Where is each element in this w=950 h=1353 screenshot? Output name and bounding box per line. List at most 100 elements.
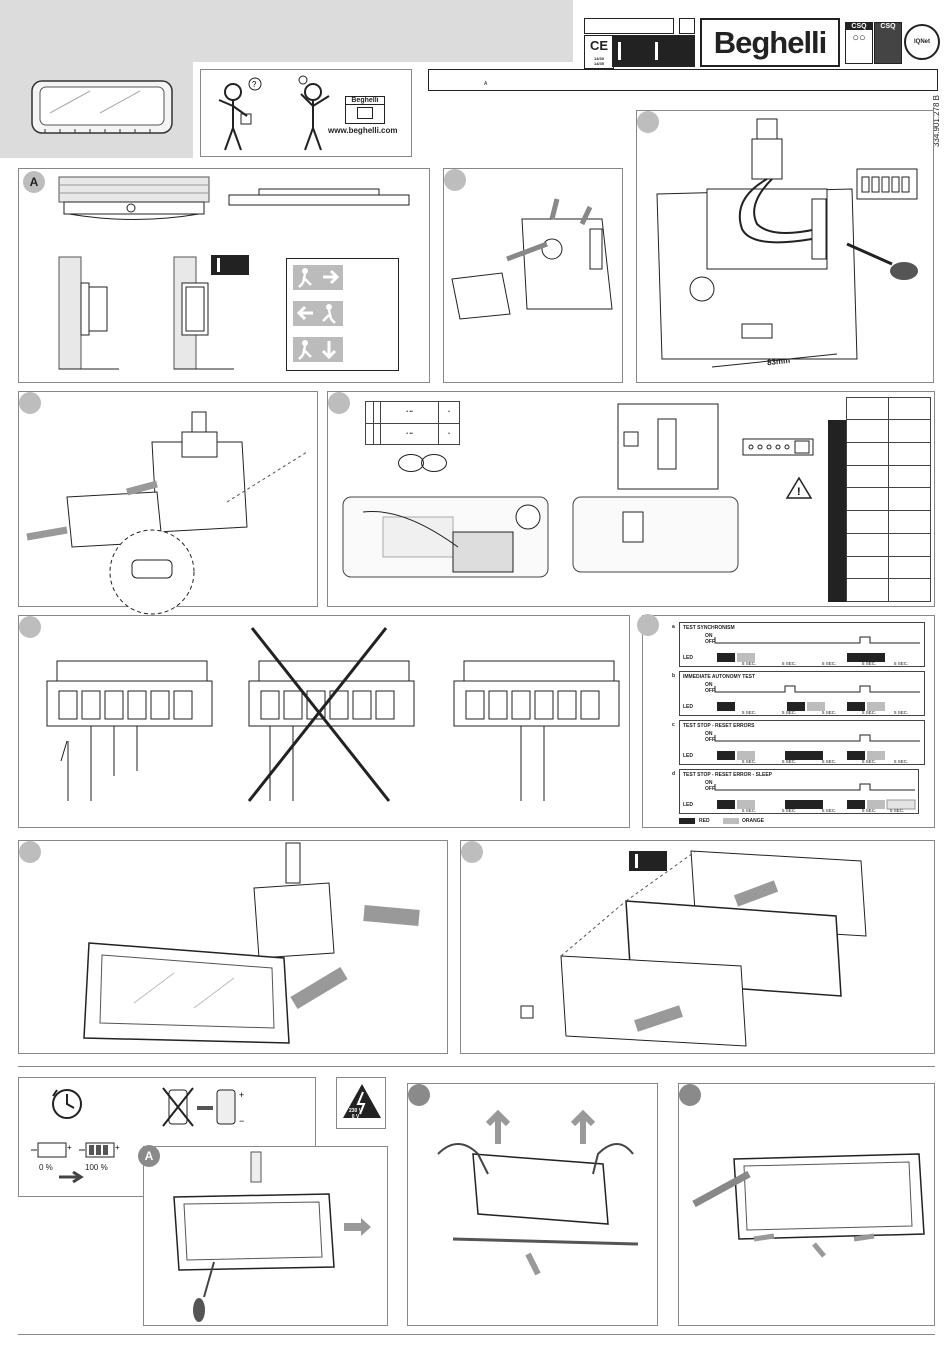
info-letter: A (484, 81, 488, 87)
csq-cert-2: CSQ (874, 22, 902, 64)
svg-text:+: + (239, 1090, 244, 1100)
pcb-zoom-drawing (617, 403, 719, 490)
row-a-letter: a (672, 624, 675, 630)
warning-icon: ! (785, 476, 813, 499)
info-box: ? Beghelli www.beghelli.com (200, 69, 412, 157)
row-d-on: ON (705, 780, 713, 786)
terminal-wiring-drawing (656, 118, 918, 368)
row-b-on: ON (705, 682, 713, 688)
step-marker-6 (637, 614, 659, 636)
jumper-config-table (828, 397, 931, 602)
step-marker-10 (679, 1084, 701, 1106)
lamp-base-drawing (572, 496, 739, 573)
voltage-warning-box: 230 V 0 V (336, 1077, 386, 1129)
row-a-on: ON (705, 633, 713, 639)
row-b-letter: b (672, 673, 676, 679)
row-a-sec-3: 5 SEC. (822, 661, 837, 666)
panel-led-diagram: a TEST SYNCHRONISM ON OFF LED 5 SEC. 5 S… (637, 614, 935, 828)
section-a-marker: A (23, 171, 45, 193)
exit-signs-box (286, 258, 399, 371)
battery-remove-drawing (437, 1109, 639, 1276)
row-b-title: IMMEDIATE AUTONOMY TEST (683, 674, 756, 680)
row-d-sec-5: 5 SEC. (890, 808, 905, 813)
assembly-drawing-2 (520, 850, 867, 1047)
divider-line-1 (18, 1066, 935, 1067)
row-d-sec-1: 5 SEC. (742, 808, 757, 813)
panel-fixing (18, 391, 318, 615)
battery-empty-label: 0 % (39, 1163, 53, 1172)
idea-figure-icon (298, 75, 330, 151)
iqnet-seal: IQNet (904, 24, 940, 60)
website-link[interactable]: www.beghelli.com (328, 126, 398, 135)
step-marker-9 (408, 1084, 430, 1106)
confused-figure-icon: ? (218, 77, 262, 151)
high-voltage-icon (343, 1084, 381, 1118)
row-c-sec-3: 5 SEC. (822, 759, 837, 764)
row-b-off: OFF (705, 688, 715, 694)
label-black-box-b (629, 851, 667, 871)
battery-info-box: +− + + 0 % 100 % (18, 1077, 316, 1197)
step-marker-2 (637, 111, 659, 133)
charge-arrow-icon (59, 1170, 84, 1184)
row-c-off: OFF (705, 737, 715, 743)
lamp-open-drawing (342, 496, 549, 578)
row-c-sec-4: 5 SEC. (862, 759, 877, 764)
row-b-sec-1: 5 SEC. (742, 710, 757, 715)
terminal-block-1 (46, 660, 213, 801)
panel-wiring: 83mm (636, 110, 934, 383)
row-d-title: TEST STOP - RESET ERROR - SLEEP (683, 772, 772, 778)
row-b-led: LED (683, 704, 693, 710)
step-marker-4 (328, 392, 350, 414)
exit-right-arrow-icon (293, 265, 343, 290)
row-c-box: TEST STOP - RESET ERRORS ON OFF LED 5 SE… (679, 720, 925, 765)
step-marker-5 (19, 616, 41, 638)
panel-battery-access: A (138, 1145, 388, 1326)
row-a-sec-2: 5 SEC. (782, 661, 797, 666)
svg-text:!: ! (797, 486, 801, 498)
panel-battery-lever (678, 1083, 935, 1326)
row-a-off: OFF (705, 639, 715, 645)
battery-full-icon: + (79, 1142, 120, 1158)
base-opening-drawing (451, 198, 613, 320)
csq-cert-1: CSQ ○○ (845, 22, 873, 64)
dip-oval-2 (421, 454, 447, 472)
panel-config: • ••• • ••• ! (327, 391, 935, 607)
row-c-on: ON (705, 731, 713, 737)
header-grey-band (0, 0, 573, 62)
legend-red-label: RED (699, 818, 710, 824)
panel-terminals (18, 615, 630, 828)
row-b-box: IMMEDIATE AUTONOMY TEST ON OFF LED 5 SEC… (679, 671, 925, 716)
dip-switch-table: • ••• • ••• (365, 401, 460, 445)
panel-assembly-2 (460, 840, 935, 1054)
row-c-sec-5: 5 SEC. (894, 759, 909, 764)
row-a-led: LED (683, 655, 693, 661)
panel-assembly-1 (18, 840, 448, 1054)
row-a-sec-1: 5 SEC. (742, 661, 757, 666)
row-a-sec-4: 5 SEC. (862, 661, 877, 666)
exit-left-arrow-icon (293, 301, 343, 326)
svg-text:−: − (239, 1116, 244, 1126)
battery-empty-icon: + (31, 1142, 72, 1158)
row-a-sec-5: 5 SEC. (894, 661, 909, 666)
step-marker-1 (444, 169, 466, 191)
battery-replace-icon: +− (162, 1087, 244, 1127)
battery-section-a-marker: A (138, 1145, 160, 1167)
svg-text:+: + (115, 1143, 120, 1152)
row-d-sec-2: 5 SEC. (782, 808, 797, 813)
language-black-box (612, 35, 695, 67)
mini-logo-text: Beghelli (346, 97, 384, 105)
lang-box-empty (584, 18, 674, 34)
row-a-box: TEST SYNCHRONISM ON OFF LED 5 SEC. 5 SEC… (679, 622, 925, 667)
fixing-drawing (26, 411, 308, 615)
label-black-box-a (211, 255, 249, 275)
row-d-box: TEST STOP - RESET ERROR - SLEEP ON OFF L… (679, 769, 919, 814)
divider-line-2 (18, 1334, 935, 1335)
panel-open-base (443, 168, 623, 383)
voltage-label: 230 V 0 V (349, 1108, 363, 1120)
ce-mark-badge: CE 14/30 14/35 (584, 35, 614, 69)
battery-full-label: 100 % (85, 1163, 108, 1172)
connector-strip-icon (742, 438, 814, 456)
brand-logo: Beghelli (700, 18, 840, 67)
timer-icon (52, 1089, 82, 1119)
mini-logo-box: Beghelli (345, 96, 385, 124)
